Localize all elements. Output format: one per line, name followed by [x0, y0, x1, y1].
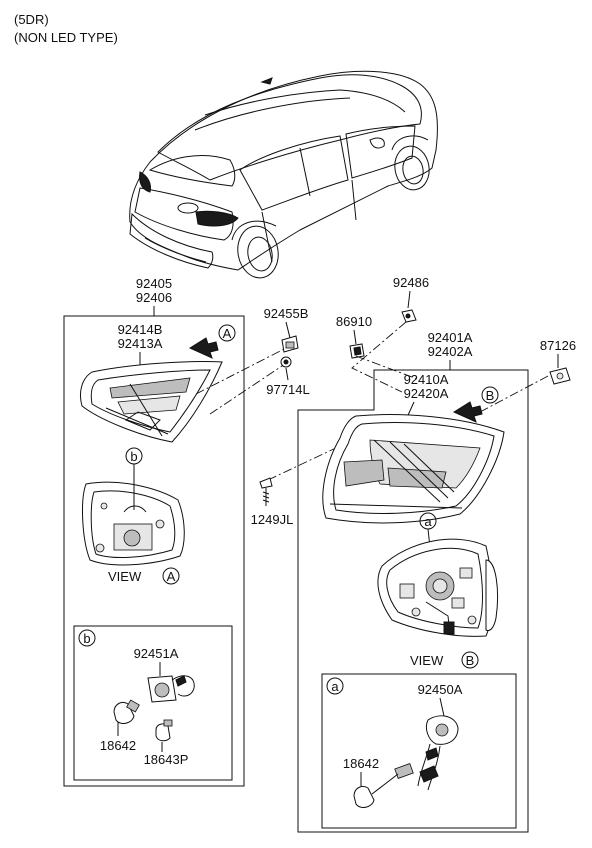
box-b-tag: b: [83, 631, 90, 646]
label-87126: 87126: [540, 338, 576, 353]
view-b-letter: B: [466, 653, 475, 668]
label-18642-right: 18642: [343, 756, 379, 771]
view-a-drawing: [82, 481, 185, 566]
label-92406: 92406: [136, 290, 172, 305]
view-a-arrow: A: [188, 324, 236, 359]
label-92413A: 92413A: [118, 336, 163, 351]
label-92401A: 92401A: [428, 330, 473, 345]
bulb-detail-box-b: [73, 625, 233, 781]
label-92420A: 92420A: [404, 386, 449, 401]
bubble-a-letter: a: [424, 514, 432, 529]
label-92414B: 92414B: [118, 322, 163, 337]
view-b-arrow: B: [452, 386, 499, 423]
arrow-a-letter: A: [223, 326, 232, 341]
label-92402A: 92402A: [428, 344, 473, 359]
inner-tail-lamp: [79, 360, 223, 443]
label-1249JL: 1249JL: [251, 512, 294, 527]
label-92455B: 92455B: [264, 306, 309, 321]
right-assembly-frame: [297, 369, 529, 833]
label-92486: 92486: [393, 275, 429, 290]
main-tail-lamp: [322, 414, 505, 524]
nut-97714L: [280, 356, 292, 368]
bulb-18643P: [155, 719, 173, 742]
view-b-drawing: [377, 538, 499, 637]
label-92410A: 92410A: [404, 372, 449, 387]
bulb-18642-left: [113, 699, 140, 724]
label-92450A: 92450A: [418, 682, 463, 697]
bulb-18642-right: [353, 763, 414, 808]
clip-86910: [349, 343, 365, 359]
fastener-92455B: [281, 335, 299, 353]
grommet-87126: [549, 367, 571, 385]
socket-harness-left: [147, 675, 195, 703]
box-a-tag: a: [331, 679, 339, 694]
view-a-word: VIEW: [108, 569, 142, 584]
cap-92486: [401, 309, 417, 323]
label-92451A: 92451A: [134, 646, 179, 661]
car-illustration: [129, 70, 438, 279]
label-18642-left: 18642: [100, 738, 136, 753]
label-97714L: 97714L: [266, 382, 309, 397]
label-86910: 86910: [336, 314, 372, 329]
screw-1249JL: [259, 477, 273, 506]
view-a-letter: A: [167, 569, 176, 584]
header-line-1: (5DR): [14, 12, 49, 27]
bubble-b-letter: b: [130, 449, 137, 464]
label-92405: 92405: [136, 276, 172, 291]
header-line-2: (NON LED TYPE): [14, 30, 118, 45]
label-18643P: 18643P: [144, 752, 189, 767]
view-b-word: VIEW: [410, 653, 444, 668]
bulb-detail-box-a: [321, 673, 517, 829]
arrow-b-letter: B: [486, 388, 495, 403]
socket-harness-right: [417, 715, 459, 791]
